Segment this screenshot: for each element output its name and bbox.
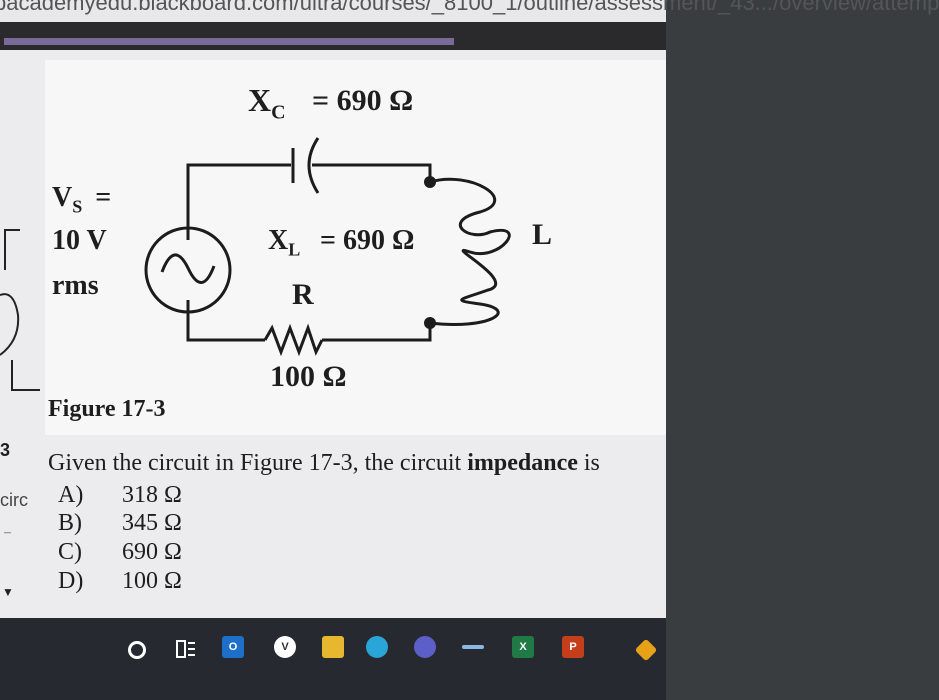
edge-browser-icon[interactable] (366, 636, 388, 658)
app-icon[interactable] (462, 645, 484, 649)
option-letter: C) (58, 539, 82, 565)
question-number: 3 (0, 440, 11, 460)
option-value: 345 Ω (122, 510, 182, 536)
option-letter: B) (58, 510, 82, 536)
address-bar[interactable]: pacademyedu.blackboard.com/ultra/courses… (0, 0, 939, 22)
sine-wave-icon (160, 253, 216, 284)
excel-icon[interactable]: X (512, 636, 534, 658)
xc-value: = 690 Ω (312, 84, 414, 117)
wire-bottom-right (322, 323, 432, 342)
xl-value: = 690 Ω (320, 225, 415, 256)
question-side-fragment: circ (0, 490, 28, 510)
option-value: 318 Ω (122, 482, 182, 508)
vs-value: 10 V (52, 225, 107, 256)
capacitor-curve (307, 137, 320, 194)
xl-label: XL (268, 225, 301, 260)
resistor-icon (263, 323, 324, 357)
partial-figure-left (0, 229, 40, 391)
outlook-icon[interactable]: O (222, 636, 244, 658)
ac-source-icon (144, 226, 232, 314)
progress-bar (4, 38, 454, 45)
option-value: 690 Ω (122, 539, 182, 565)
search-icon[interactable] (128, 641, 146, 659)
r-label: R (292, 278, 314, 311)
r-value: 100 Ω (270, 360, 347, 393)
option-value: 100 Ω (122, 568, 182, 594)
taskbar (0, 618, 666, 700)
dropdown-arrow-icon[interactable]: ▼ (2, 585, 14, 599)
figure-caption: Figure 17-3 (48, 396, 166, 422)
url-text: pacademyedu.blackboard.com/ultra/courses… (0, 0, 939, 15)
vs-label: VS = (52, 182, 112, 217)
browser-toolbar (0, 22, 666, 50)
file-explorer-icon[interactable] (322, 636, 344, 658)
wire-top-right (312, 163, 432, 182)
wire-bottom-left (186, 300, 265, 342)
option-letter: A) (58, 482, 84, 508)
circuit-diagram (144, 137, 511, 357)
dash-icon: – (4, 525, 11, 540)
l-label: L (532, 218, 553, 251)
question-text: Given the circuit in Figure 17-3, the ci… (48, 450, 600, 476)
vs-unit: rms (52, 270, 99, 301)
vpn-icon[interactable]: V (274, 636, 296, 658)
xc-label: XC (248, 82, 286, 124)
figure-card (45, 60, 666, 435)
option-letter: D) (58, 568, 84, 594)
powerpoint-icon[interactable]: P (562, 636, 584, 658)
wire-top-left (186, 163, 291, 240)
inductor-coil-icon (429, 177, 511, 326)
teams-icon[interactable] (414, 636, 436, 658)
task-view-icon[interactable] (176, 639, 196, 659)
